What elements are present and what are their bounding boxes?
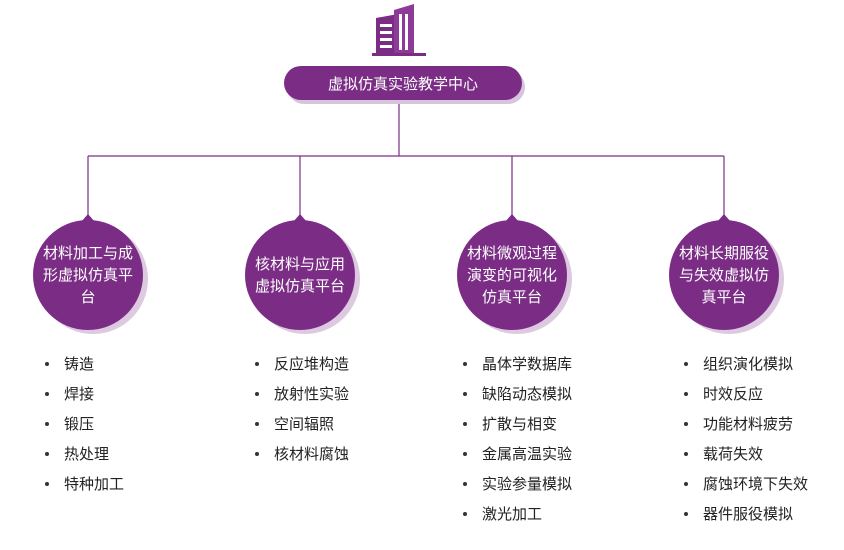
- list-item: 热处理: [45, 439, 124, 469]
- list-item: 锻压: [45, 409, 124, 439]
- list-item: 载荷失效: [684, 439, 808, 469]
- list-item: 金属高温实验: [463, 439, 572, 469]
- list-item: 特种加工: [45, 469, 124, 499]
- node-pointer: [717, 214, 731, 222]
- branch-list-3: 晶体学数据库 缺陷动态模拟 扩散与相变 金属高温实验 实验参量模拟 激光加工: [463, 349, 572, 529]
- branch-node-1: 材料加工与成形虚拟仿真平台: [33, 214, 143, 330]
- center-title: 虚拟仿真实验教学中心: [284, 66, 522, 100]
- node-pointer: [293, 214, 307, 222]
- list-item: 晶体学数据库: [463, 349, 572, 379]
- list-item: 反应堆构造: [255, 349, 349, 379]
- list-item: 激光加工: [463, 499, 572, 529]
- list-item: 空间辐照: [255, 409, 349, 439]
- building-icon: [372, 4, 426, 56]
- branch-list-2: 反应堆构造 放射性实验 空间辐照 核材料腐蚀: [255, 349, 349, 469]
- branch-label: 核材料与应用虚拟仿真平台: [254, 255, 345, 295]
- branch-label: 材料长期服役与失效虚拟仿真平台: [678, 244, 769, 306]
- list-item: 缺陷动态模拟: [463, 379, 572, 409]
- branch-node-2: 核材料与应用虚拟仿真平台: [245, 214, 355, 330]
- node-pointer: [505, 214, 519, 222]
- branch-label: 材料加工与成形虚拟仿真平台: [42, 244, 133, 306]
- list-item: 腐蚀环境下失效: [684, 469, 808, 499]
- list-item: 组织演化模拟: [684, 349, 808, 379]
- node-pointer: [81, 214, 95, 222]
- list-item: 器件服役模拟: [684, 499, 808, 529]
- branch-node-3: 材料微观过程演变的可视化仿真平台: [457, 214, 567, 330]
- branch-node-4: 材料长期服役与失效虚拟仿真平台: [669, 214, 779, 330]
- list-item: 时效反应: [684, 379, 808, 409]
- list-item: 扩散与相变: [463, 409, 572, 439]
- list-item: 铸造: [45, 349, 124, 379]
- list-item: 功能材料疲劳: [684, 409, 808, 439]
- branch-list-4: 组织演化模拟 时效反应 功能材料疲劳 载荷失效 腐蚀环境下失效 器件服役模拟: [684, 349, 808, 529]
- branch-label: 材料微观过程演变的可视化仿真平台: [466, 244, 557, 306]
- list-item: 核材料腐蚀: [255, 439, 349, 469]
- list-item: 实验参量模拟: [463, 469, 572, 499]
- center-title-label: 虚拟仿真实验教学中心: [327, 74, 478, 93]
- list-item: 焊接: [45, 379, 124, 409]
- branch-list-1: 铸造 焊接 锻压 热处理 特种加工: [45, 349, 124, 499]
- list-item: 放射性实验: [255, 379, 349, 409]
